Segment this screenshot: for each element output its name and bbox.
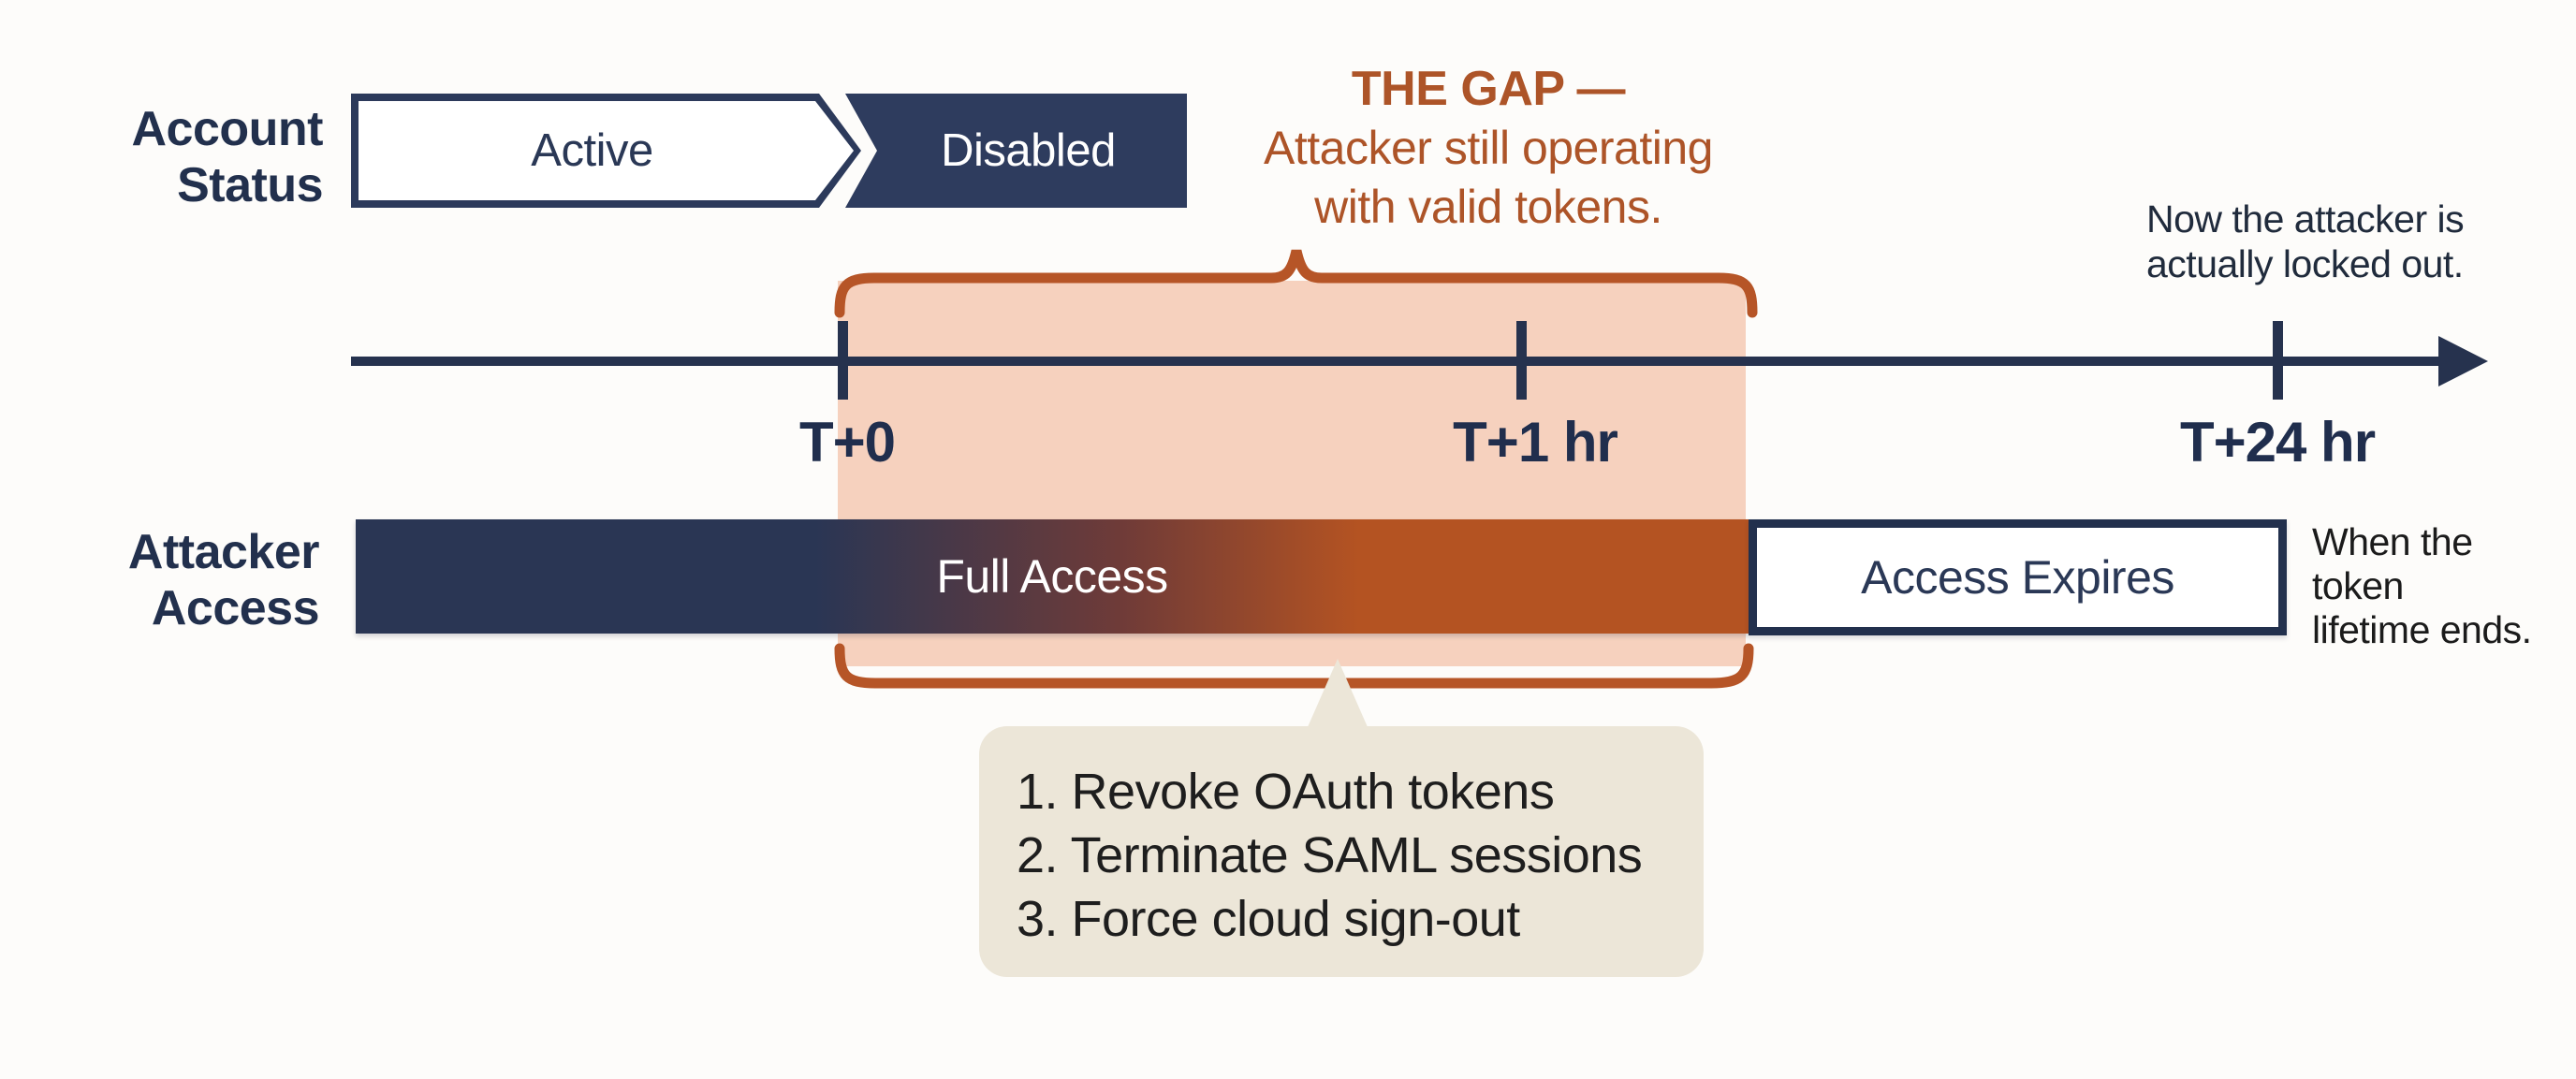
- callout-item-2: 2. Terminate SAML sessions: [1017, 827, 1643, 883]
- full-access-bar: Full Access: [356, 519, 1749, 634]
- gap-heading-title: THE GAP —: [1351, 62, 1626, 116]
- tick-t0: [838, 321, 848, 400]
- disabled-status-text: Disabled: [941, 125, 1116, 176]
- gap-heading-line2: Attacker still operating: [1264, 122, 1713, 174]
- attacker-access-label-line2: Access: [151, 581, 320, 635]
- tick-label-t0: T+0: [798, 411, 896, 474]
- gap-heading-line3: with valid tokens.: [1314, 181, 1662, 233]
- active-status-text: Active: [531, 125, 653, 176]
- token-note-line1: When the: [2312, 520, 2473, 563]
- token-note-line3: lifetime ends.: [2312, 608, 2532, 651]
- tick-t24hr: [2273, 321, 2283, 400]
- callout-bubble: 1. Revoke OAuth tokens 2. Terminate SAML…: [979, 726, 1704, 977]
- gap-heading: THE GAP — Attacker still operating with …: [1208, 60, 1769, 237]
- tick-t1hr: [1516, 321, 1527, 400]
- full-access-text: Full Access: [936, 550, 1168, 603]
- access-expires-text: Access Expires: [1861, 551, 2174, 604]
- access-expires-box: Access Expires: [1749, 519, 2287, 635]
- lockout-note-line2: actually locked out.: [2146, 242, 2464, 285]
- tick-label-t24hr: T+24 hr: [2179, 411, 2376, 474]
- active-status-shape-fill: Active: [359, 101, 854, 200]
- attacker-access-label: Attacker Access: [85, 524, 320, 636]
- tick-label-t1hr: T+1 hr: [1453, 411, 1618, 474]
- account-status-label-line1: Account: [131, 102, 324, 156]
- timeline-axis: [351, 357, 2445, 366]
- lockout-note: Now the attacker is actually locked out.: [2146, 197, 2539, 286]
- account-status-label-line2: Status: [177, 158, 323, 212]
- lockout-note-line1: Now the attacker is: [2146, 197, 2465, 241]
- token-note: When the token lifetime ends.: [2312, 520, 2574, 652]
- attacker-access-label-line1: Attacker: [127, 525, 320, 579]
- callout-item-1: 1. Revoke OAuth tokens: [1017, 764, 1555, 820]
- account-status-label: Account Status: [89, 101, 324, 213]
- callout-item-3: 3. Force cloud sign-out: [1017, 891, 1520, 947]
- active-status-shape: Active: [351, 94, 861, 208]
- token-note-line2: token: [2312, 564, 2404, 607]
- timeline-arrowhead-icon: [2438, 336, 2488, 386]
- disabled-status-shape: Disabled: [845, 94, 1187, 208]
